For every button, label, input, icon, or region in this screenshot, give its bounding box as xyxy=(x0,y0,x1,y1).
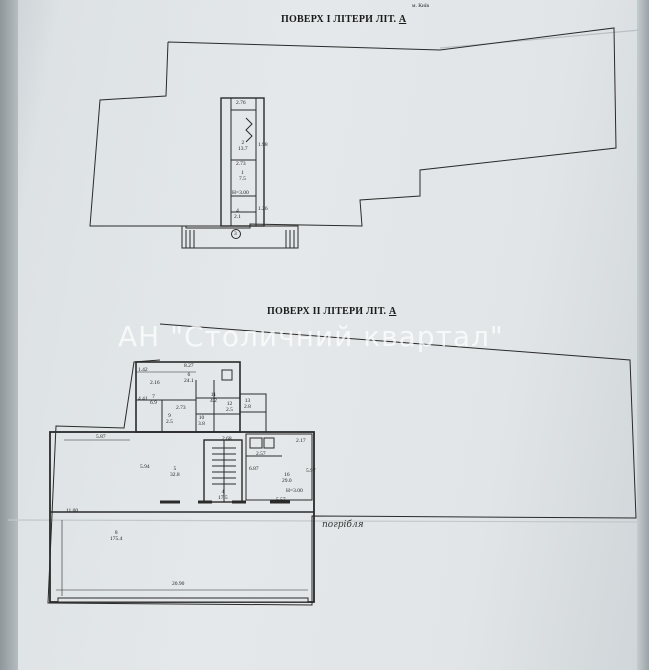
floor2-room-12: 12 2.5 xyxy=(226,401,233,413)
floor1-room-2: 2 13.7 xyxy=(238,140,248,152)
floor2-room-10: 10 3.8 xyxy=(198,415,205,427)
desk-surface-left xyxy=(0,0,18,670)
floor2-dim-16: 11.00 xyxy=(66,508,79,514)
room-area: 32.8 xyxy=(170,472,180,478)
floor2-dim-6: 2.68 xyxy=(222,436,232,442)
floor1-dim-1: 2.76 xyxy=(236,100,246,106)
room-number: 5 xyxy=(173,466,177,472)
room-number: 12 xyxy=(226,401,233,407)
floor2-room-9: 9 2.5 xyxy=(166,413,173,425)
floor2-dim-5: 5.87 xyxy=(96,434,106,440)
floor2-title: ПОВЕРХ II ЛІТЕРИ ЛІТ. А xyxy=(267,306,396,317)
floor2-dim-12: 5.57 xyxy=(276,497,286,503)
room-area: 6.9 xyxy=(150,400,157,406)
room-number: 1 xyxy=(241,170,244,176)
floor2-dim-14: 20.90 xyxy=(172,581,185,587)
room-area: 29.0 xyxy=(282,478,292,484)
floor2-dim-1: 8.27 xyxy=(184,363,194,369)
room-area: 2.5 xyxy=(166,419,173,425)
room-area: 7.5 xyxy=(239,176,246,182)
floor2-room-11: 11 4.2 xyxy=(210,392,217,404)
watermark: АН "Столичний квартал" xyxy=(118,320,504,353)
city-note: м. Київ xyxy=(412,3,429,9)
floor1-room-1: 1 7.5 xyxy=(239,170,246,182)
floor2-room-13: 13 2.8 xyxy=(244,398,251,410)
floor2-room-16: 16 29.0 xyxy=(282,472,292,484)
floor2-dim-11: 5.97 xyxy=(306,468,316,474)
floor1-title-letter: А xyxy=(398,14,407,25)
floor1-porch xyxy=(181,225,299,249)
floor1-dim-4: H=3.00 xyxy=(232,190,249,196)
room-number: 8 xyxy=(114,530,118,536)
room-area: 24.1 xyxy=(184,378,194,384)
floor2-dim-8: 2.57 xyxy=(256,451,266,457)
floor2-dim-15: 1.42 xyxy=(138,367,148,373)
room-number: 13 xyxy=(244,398,251,404)
room-number: 10 xyxy=(198,415,205,421)
room-area: 3.8 xyxy=(198,421,205,427)
desk-surface-right xyxy=(637,0,649,670)
floor2-room-8: 8 175.4 xyxy=(110,530,122,542)
floor1-room-4: 4 2.1 xyxy=(234,208,241,220)
floor2-dim-7: 2.17 xyxy=(296,438,306,444)
floor2-room-5: 5 32.8 xyxy=(170,466,180,478)
room-area: 175.4 xyxy=(110,536,123,542)
room-number: 16 xyxy=(284,472,290,478)
room-number: 6 xyxy=(187,372,191,378)
floor2-stair-core xyxy=(203,439,243,503)
floor2-room-4: 4 17.5 xyxy=(218,489,228,501)
handwritten-note: погрібля xyxy=(322,520,364,530)
floor2-dim-2: 2.16 xyxy=(150,380,160,386)
floor2-room-7: 7 6.9 xyxy=(150,394,157,406)
floor2-dim-3: 4.41 xyxy=(138,396,148,402)
room-number: 4 xyxy=(236,208,239,214)
floor1-outline xyxy=(89,27,617,229)
room-area: 2.8 xyxy=(244,404,251,410)
floor2-dim-10: 6.87 xyxy=(249,466,259,472)
room-number: 4 xyxy=(221,489,225,495)
room-area: 2.1 xyxy=(234,214,241,220)
floor1-dim-3: 1.98 xyxy=(258,142,268,148)
floor1-dim-2: 2.73 xyxy=(236,161,246,167)
room-number: 9 xyxy=(168,413,171,419)
room-area: 4.2 xyxy=(210,398,217,404)
floor1-title-text: ПОВЕРХ I ЛІТЕРИ ЛІТ. xyxy=(281,14,397,25)
floor1-title: ПОВЕРХ I ЛІТЕРИ ЛІТ. А xyxy=(281,14,406,25)
floor2-room-6: 6 24.1 xyxy=(184,372,194,384)
floor1-entrance-label: 3 xyxy=(234,231,237,237)
floor2-dim-9: 5.94 xyxy=(140,464,150,470)
floor2-dim-13: H=3.00 xyxy=(286,488,303,494)
floor2-dim-4: 2.73 xyxy=(176,405,186,411)
room-number: 11 xyxy=(210,392,217,398)
floor2-main-hall xyxy=(49,431,315,603)
room-area: 17.5 xyxy=(218,495,228,501)
room-area: 13.7 xyxy=(238,146,248,152)
floor2-title-text: ПОВЕРХ II ЛІТЕРИ ЛІТ. xyxy=(267,306,387,317)
room-number: 7 xyxy=(152,394,155,400)
floor2-title-letter: А xyxy=(388,306,397,317)
room-area: 2.5 xyxy=(226,407,233,413)
room-number: 2 xyxy=(241,140,245,146)
floor1-dim-5: 1.26 xyxy=(258,206,268,212)
floor2-outline xyxy=(47,323,637,606)
